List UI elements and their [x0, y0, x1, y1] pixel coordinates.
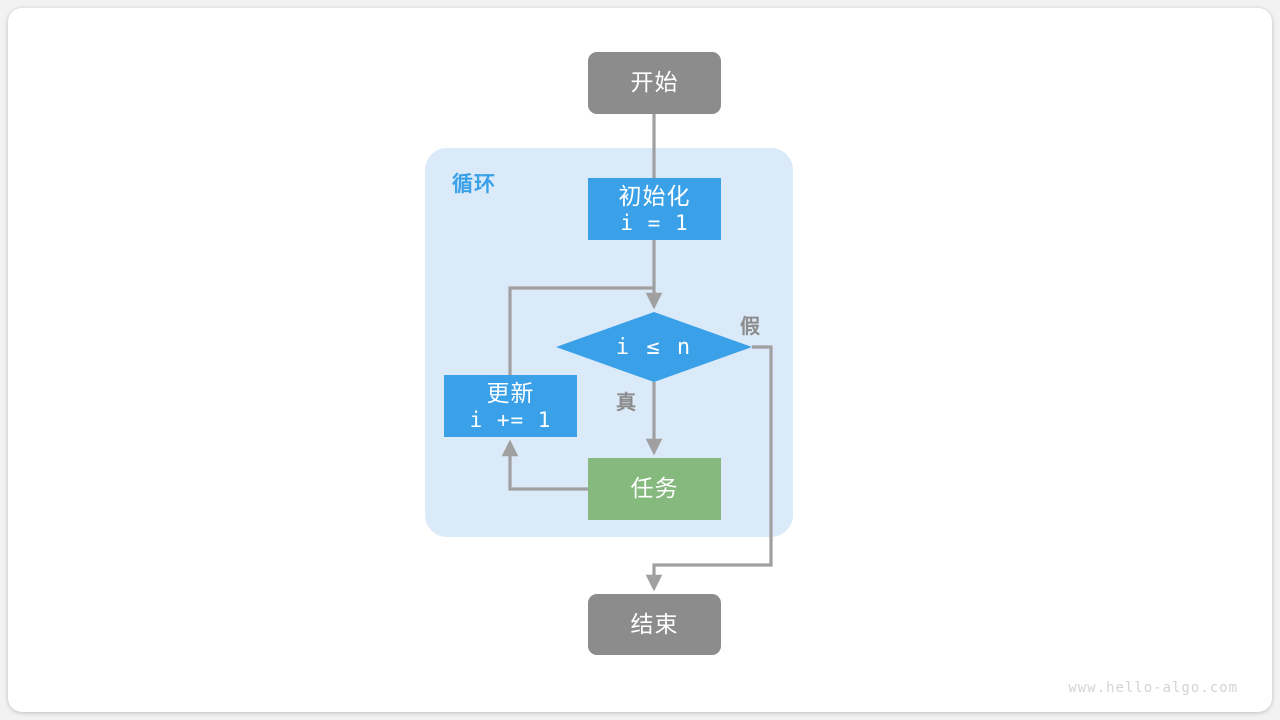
node-start: 开始 — [588, 52, 721, 114]
edge-task-to-update — [501, 439, 588, 491]
node-init-code: i = 1 — [620, 210, 689, 235]
node-update: 更新 i += 1 — [444, 375, 577, 437]
node-task: 任务 — [588, 458, 721, 520]
watermark: www.hello-algo.com — [1068, 680, 1238, 696]
node-init-label: 初始化 — [618, 182, 691, 209]
node-end-label: 结束 — [630, 610, 679, 637]
node-update-code: i += 1 — [469, 407, 552, 432]
node-task-label: 任务 — [630, 475, 679, 502]
node-init: 初始化 i = 1 — [588, 178, 721, 240]
node-update-label: 更新 — [486, 379, 535, 406]
edge-update-to-cond — [508, 286, 654, 375]
node-end: 结束 — [588, 594, 721, 655]
loop-container-label: 循环 — [452, 173, 496, 196]
edge-cond-to-end-false — [645, 345, 773, 592]
decision-node-shape — [556, 312, 752, 382]
edge-label-false: 假 — [740, 316, 761, 338]
edge-label-true: 真 — [616, 392, 637, 414]
node-start-label: 开始 — [630, 69, 679, 96]
